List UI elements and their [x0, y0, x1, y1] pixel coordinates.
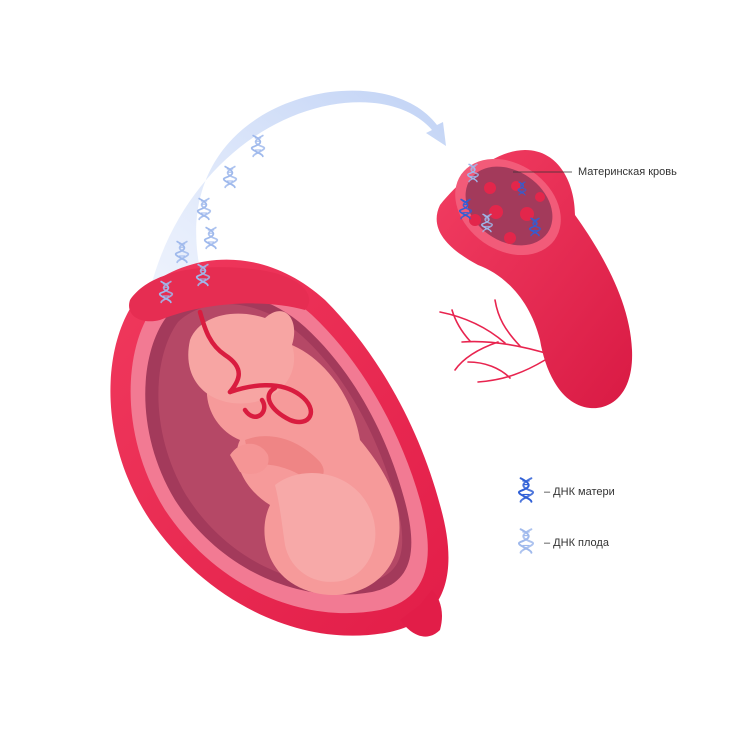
blood-cells	[469, 181, 545, 244]
dna-transfer-arrow	[150, 90, 446, 290]
blood-vessel	[436, 150, 633, 409]
cervix	[400, 590, 443, 637]
legend-maternal-dna-label: – ДНК матери	[544, 486, 615, 498]
dna-helix-icon	[222, 165, 238, 189]
dna-helix-icon	[196, 197, 212, 221]
dna-helix-icon	[203, 226, 219, 250]
fetal-dna-icon	[517, 528, 535, 554]
legend-fetal-dna-label: – ДНК плода	[544, 537, 609, 549]
maternal-blood-label: Материнская кровь	[578, 166, 677, 178]
umbilical-cord	[197, 309, 313, 425]
fetus	[188, 311, 400, 595]
placenta	[129, 267, 310, 322]
dna-helix-icon	[250, 134, 266, 158]
maternal-dna-icon	[517, 477, 535, 503]
legend	[517, 477, 535, 554]
